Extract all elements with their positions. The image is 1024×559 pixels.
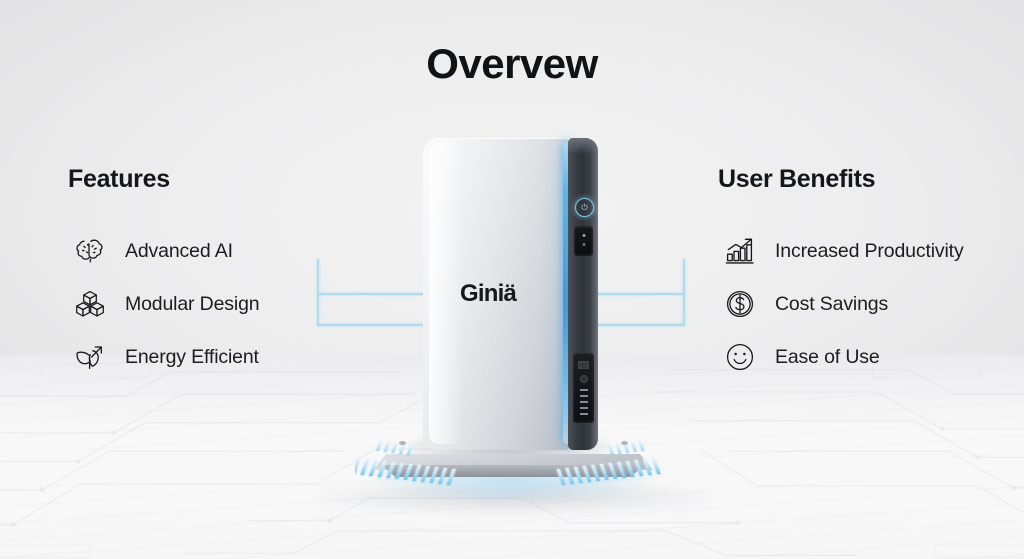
device-body[interactable]: ⏻ Giniä (423, 138, 598, 450)
usb-port (578, 361, 589, 369)
chip-base-plate (355, 432, 671, 502)
features-heading: Features (68, 165, 170, 193)
status-display (574, 226, 593, 256)
benefit-label: Increased Productivity (775, 239, 964, 262)
chip-pins (355, 440, 661, 485)
feature-item-energy-efficient[interactable]: Energy Efficient (68, 334, 368, 380)
circuit-traces (0, 355, 1024, 559)
device-side-panel: ⏻ (568, 138, 598, 450)
status-led-top (582, 234, 585, 237)
port-block (573, 353, 594, 423)
power-button-icon[interactable]: ⏻ (575, 198, 594, 217)
plate-ground-shadow (318, 480, 710, 514)
status-led-bottom (582, 243, 585, 246)
brand-logo: Giniä (460, 280, 517, 307)
jack-port (580, 375, 588, 383)
benefit-label: Ease of Use (775, 345, 880, 368)
device-edge-glow (563, 142, 570, 444)
benefits-heading: User Benefits (718, 165, 876, 193)
page-title: Overvew (426, 40, 598, 87)
dollar-coin-icon (718, 284, 762, 324)
port-indicator-leds (580, 389, 588, 415)
benefit-item-ease-of-use[interactable]: Ease of Use (718, 334, 1018, 380)
plate-mount-hole (621, 441, 628, 445)
device-front-face (423, 138, 569, 450)
features-column: Features Advanced AI (68, 165, 368, 387)
feature-item-modular-design[interactable]: Modular Design (68, 281, 368, 327)
feature-item-advanced-ai[interactable]: Advanced AI (68, 228, 368, 274)
feature-label: Energy Efficient (125, 345, 259, 368)
plate-mount-hole (399, 441, 406, 445)
benefit-item-increased-productivity[interactable]: Increased Productivity (718, 228, 1018, 274)
smiley-face-icon (718, 337, 762, 377)
feature-label: Modular Design (125, 292, 260, 315)
bar-chart-arrow-icon (718, 231, 762, 271)
leaf-arrow-icon (68, 337, 112, 377)
benefit-label: Cost Savings (775, 292, 889, 315)
cubes-icon (68, 284, 112, 324)
benefit-item-cost-savings[interactable]: Cost Savings (718, 281, 1018, 327)
feature-label: Advanced AI (125, 239, 233, 262)
brain-icon (68, 231, 112, 271)
product-device[interactable]: ⏻ Giniä (347, 138, 677, 513)
benefits-column: User Benefits Increased Productivity (718, 165, 1018, 387)
